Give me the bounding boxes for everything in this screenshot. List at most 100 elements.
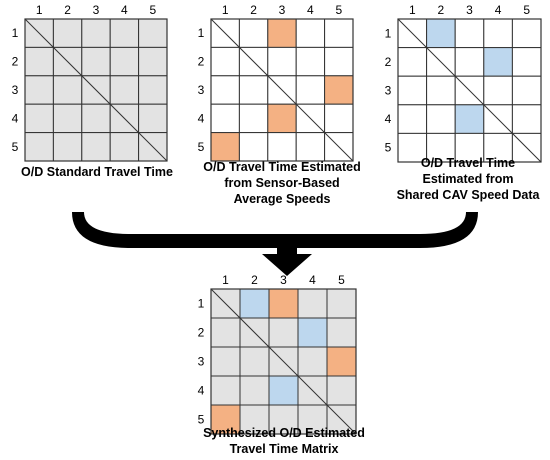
row-label: 5 — [385, 141, 392, 155]
matrix-cell — [326, 375, 357, 406]
row-label: 1 — [12, 26, 19, 40]
column-label: 5 — [523, 3, 530, 17]
row-label: 1 — [198, 297, 205, 311]
matrix-caption: Synthesized O/D Estimated — [203, 426, 365, 440]
matrix-cell — [239, 375, 270, 406]
row-label: 4 — [198, 111, 205, 125]
matrix-cell — [238, 75, 269, 105]
matrix-cell — [397, 47, 428, 77]
matrix-caption: Estimated from — [423, 172, 514, 186]
row-label: 4 — [12, 111, 19, 125]
matrix-cell — [483, 75, 513, 106]
matrix-caption: from Sensor-Based — [224, 176, 339, 190]
matrix-cell — [109, 75, 140, 105]
row-label: 4 — [385, 112, 392, 126]
row-label: 3 — [385, 84, 392, 98]
highlight-cell — [324, 75, 354, 105]
column-label: 2 — [64, 3, 71, 17]
matrix-cell — [483, 132, 513, 163]
matrix-cell — [210, 346, 241, 377]
matrix-cell — [297, 404, 328, 435]
matrix-cell — [210, 46, 240, 77]
matrix-cell — [109, 18, 140, 48]
matrix-cell — [24, 103, 54, 134]
matrix-cell — [138, 75, 168, 105]
column-label: 5 — [338, 273, 345, 287]
row-label: 2 — [198, 326, 205, 340]
matrix-diagonal — [24, 18, 168, 162]
highlight-cell — [326, 346, 357, 377]
column-label: 2 — [251, 273, 258, 287]
matrix-cell — [297, 346, 328, 377]
column-label: 1 — [409, 3, 416, 17]
matrix-cell — [24, 75, 54, 105]
matrix-cell — [210, 375, 241, 406]
matrix-cell — [295, 132, 326, 162]
column-label: 3 — [280, 273, 287, 287]
matrix-cell — [24, 46, 54, 77]
matrix-cell — [24, 132, 54, 162]
matrix-cell — [326, 317, 357, 348]
matrix-diagonal — [397, 18, 542, 163]
matrix-cell — [295, 75, 326, 105]
column-label: 4 — [495, 3, 502, 17]
matrix-cell — [52, 18, 83, 48]
row-label: 2 — [198, 55, 205, 69]
highlight-cell — [426, 18, 456, 49]
matrix-cell — [295, 18, 326, 48]
matrix-caption: O/D Travel Time Estimated — [203, 160, 360, 174]
matrix-cell — [52, 132, 83, 162]
matrix-cell — [109, 132, 140, 162]
highlight-cell — [268, 288, 299, 319]
matrix-cell — [511, 75, 542, 106]
matrix-cell — [81, 46, 111, 77]
matrix-diagonal — [210, 18, 354, 162]
row-label: 4 — [198, 384, 205, 398]
matrix-cell — [267, 46, 297, 77]
column-label: 2 — [438, 3, 445, 17]
matrix-cell — [324, 18, 354, 48]
matrix-cell — [454, 18, 485, 49]
column-label: 4 — [309, 273, 316, 287]
row-label: 5 — [12, 140, 19, 154]
matrix-caption: Shared CAV Speed Data — [397, 188, 541, 202]
highlight-cell — [297, 317, 328, 348]
matrix-cell — [483, 18, 513, 49]
matrix-caption: Travel Time Matrix — [230, 442, 339, 456]
row-label: 2 — [12, 55, 19, 69]
matrix-cell — [238, 132, 269, 162]
row-label: 5 — [198, 140, 205, 154]
matrix-border — [210, 288, 357, 435]
matrix-border — [24, 18, 168, 162]
matrix-cell — [138, 46, 168, 77]
matrix-cell — [267, 132, 297, 162]
matrix-cell — [454, 47, 485, 77]
matrix-border — [210, 18, 354, 162]
column-label: 5 — [335, 3, 342, 17]
matrix-caption: O/D Travel Time — [421, 156, 515, 170]
matrix-caption: O/D Standard Travel Time — [21, 165, 173, 179]
column-label: 4 — [307, 3, 314, 17]
matrix-cell — [268, 317, 299, 348]
matrix-cell — [239, 346, 270, 377]
merge-arrow-bar — [72, 212, 478, 248]
matrix-cell — [52, 103, 83, 134]
matrix-cell — [239, 404, 270, 435]
matrix-cell — [511, 104, 542, 134]
matrix-caption: Average Speeds — [234, 192, 331, 206]
matrix-cell — [210, 75, 240, 105]
highlight-cell — [454, 104, 485, 134]
matrix-cell — [138, 103, 168, 134]
matrix-cell — [426, 75, 456, 106]
matrix-cell — [238, 103, 269, 134]
column-label: 3 — [279, 3, 286, 17]
row-label: 3 — [198, 83, 205, 97]
matrix-diagonal — [210, 288, 357, 435]
matrix-cell — [426, 132, 456, 163]
matrix-cell — [426, 104, 456, 134]
